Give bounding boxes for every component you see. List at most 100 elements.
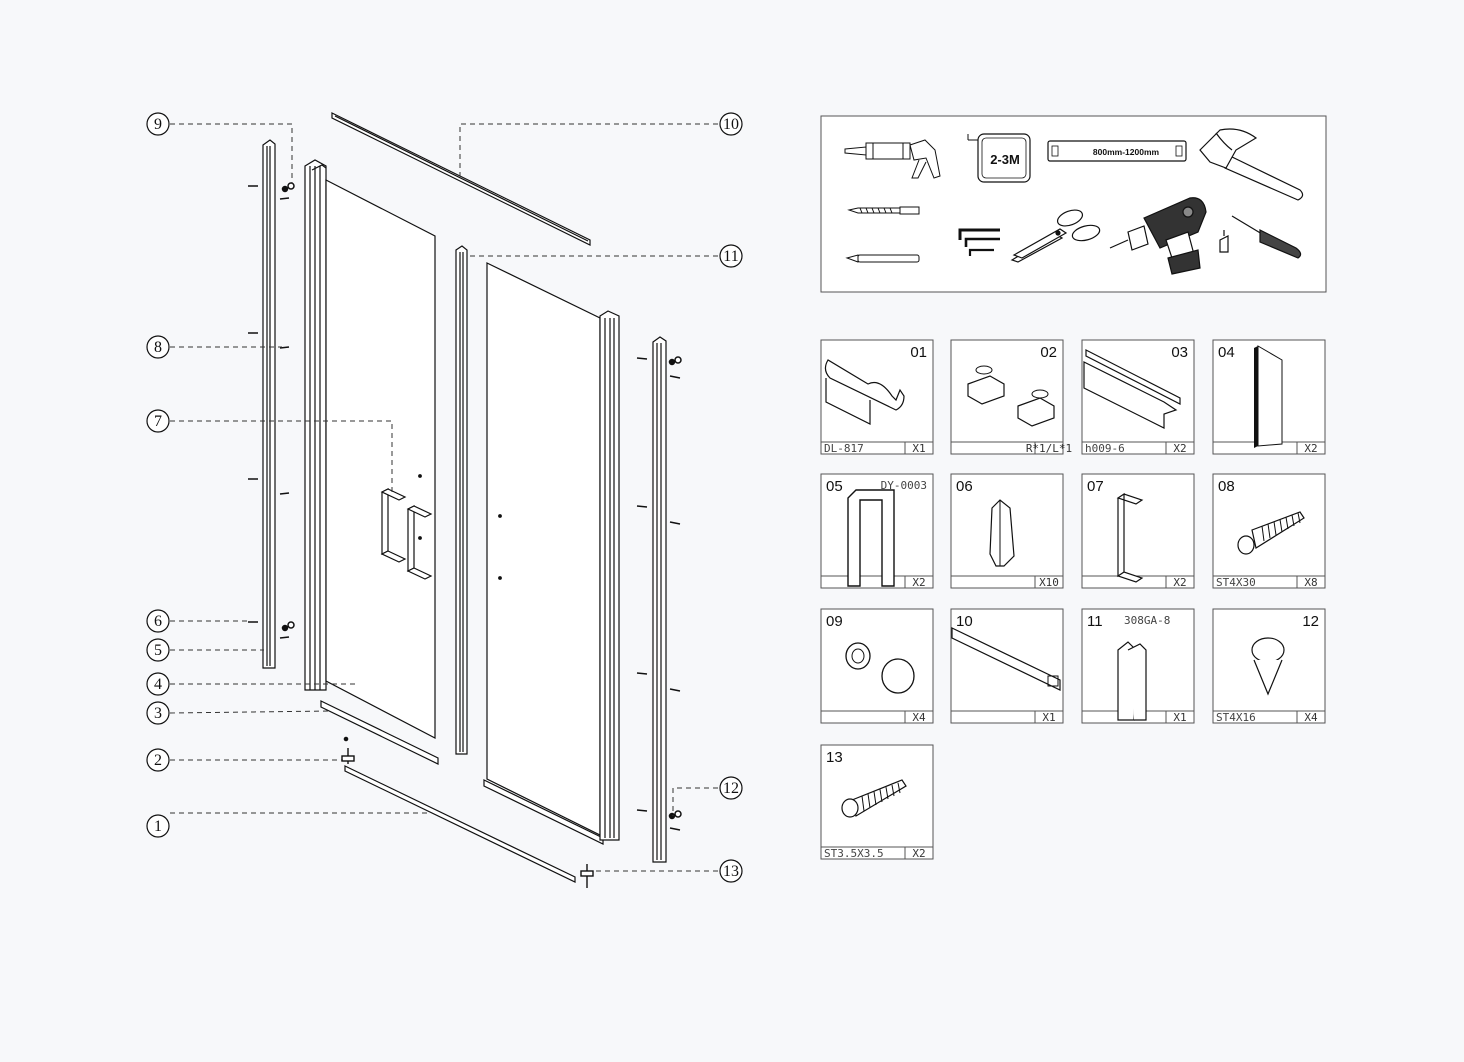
part-code: ST4X30 — [1216, 576, 1256, 589]
bottom-seal-right — [483, 779, 604, 845]
part-quantity: X10 — [1039, 576, 1059, 589]
hinge-frame-left — [304, 159, 327, 691]
right-fixings — [636, 356, 682, 831]
pivot-block-top — [341, 736, 355, 764]
part-number: 10 — [956, 613, 973, 630]
hammer-icon — [1199, 128, 1304, 201]
callout-1: 1 — [154, 818, 162, 835]
part-quantity: X1 — [912, 442, 925, 455]
part-quantity: X2 — [912, 576, 925, 589]
left-fixings — [248, 182, 295, 639]
part-quantity: X2 — [912, 847, 925, 860]
allen-keys-icon — [958, 228, 1000, 256]
part-code: DY-0003 — [881, 479, 927, 492]
part-code: ST3.5X3.5 — [824, 847, 884, 860]
callout-3: 3 — [154, 705, 162, 722]
part-number: 01 — [910, 344, 927, 361]
part-card-11: 11 308GA-8X1 — [1081, 608, 1195, 724]
door-handle-left — [380, 488, 407, 563]
part-illustration-11 — [1117, 641, 1147, 721]
part-quantity: R*1/L*1 — [1026, 442, 1072, 455]
magnetic-seal — [455, 245, 468, 755]
callout-labels: 9 8 7 6 5 4 3 2 1 10 11 12 13 — [154, 116, 739, 880]
part-number: 08 — [1218, 478, 1235, 495]
callout-4: 4 — [154, 676, 162, 693]
part-card-03: 03 h009-6 X2 — [1081, 339, 1195, 455]
part-illustration-03 — [1083, 349, 1181, 429]
part-illustration-08 — [1237, 511, 1305, 555]
part-number: 03 — [1171, 344, 1188, 361]
callout-9: 9 — [154, 116, 162, 133]
bottom-seal-left — [320, 700, 439, 765]
part-card-02: 02R*1/L*1 — [950, 339, 1072, 455]
part-code: h009-6 — [1085, 442, 1125, 455]
threshold-bar — [344, 765, 576, 883]
caulking-gun-icon — [844, 139, 941, 179]
part-number: 05 — [826, 478, 843, 495]
part-illustration-12 — [1251, 637, 1285, 696]
part-number: 11 — [1087, 613, 1103, 630]
part-quantity: X1 — [1173, 711, 1186, 724]
tape-measure-label: 2-3M — [990, 152, 1020, 167]
screwdriver-icon — [1219, 215, 1302, 259]
part-illustration-09 — [845, 642, 915, 694]
part-illustration-06 — [989, 499, 1015, 567]
spirit-level-icon: 800mm-1200mm — [1047, 140, 1187, 162]
part-number: 04 — [1218, 344, 1235, 361]
callout-8: 8 — [154, 339, 162, 356]
part-number: 07 — [1087, 478, 1104, 495]
tools-panel: 2-3M 800mm-1200mm — [820, 115, 1327, 293]
power-drill-icon — [1109, 197, 1207, 275]
part-illustration-13 — [841, 779, 907, 818]
part-illustration-05 — [847, 489, 895, 587]
scissors-icon — [1010, 209, 1101, 263]
part-code: ST4X16 — [1216, 711, 1256, 724]
hinge-frame-right — [599, 310, 620, 841]
part-quantity: X2 — [1173, 442, 1186, 455]
callout-12: 12 — [723, 780, 739, 797]
callout-11: 11 — [723, 248, 738, 265]
pencil-icon — [845, 254, 920, 263]
spirit-level-label: 800mm-1200mm — [1093, 147, 1160, 157]
wall-profile-right — [652, 336, 667, 863]
callout-6: 6 — [154, 613, 162, 630]
leader-lines — [169, 123, 718, 872]
part-illustration-01 — [824, 359, 905, 425]
part-quantity: X8 — [1304, 576, 1317, 589]
part-code: DL-817 — [824, 442, 864, 455]
callout-2: 2 — [154, 752, 162, 769]
part-number: 13 — [826, 749, 843, 766]
part-illustration-07 — [1116, 492, 1144, 583]
part-quantity: X2 — [1173, 576, 1186, 589]
exploded-view — [146, 112, 743, 888]
part-illustration-10 — [951, 627, 1061, 691]
part-quantity: X1 — [1042, 711, 1055, 724]
door-handle-right — [406, 505, 433, 580]
tape-measure-icon: 2-3M — [967, 133, 1031, 183]
part-number: 09 — [826, 613, 843, 630]
pivot-block-bottom — [580, 864, 594, 888]
part-quantity: X2 — [1304, 442, 1317, 455]
top-rail — [331, 112, 591, 246]
callout-7: 7 — [154, 413, 162, 430]
part-illustration-04 — [1254, 345, 1283, 448]
drill-bit-icon — [847, 206, 920, 215]
part-illustration-02 — [967, 365, 1055, 427]
part-number: 06 — [956, 478, 973, 495]
part-quantity: X4 — [912, 711, 926, 724]
door-panel-right — [486, 262, 601, 836]
part-number: 12 — [1302, 613, 1319, 630]
part-code: 308GA-8 — [1124, 614, 1170, 627]
callout-13: 13 — [723, 863, 739, 880]
